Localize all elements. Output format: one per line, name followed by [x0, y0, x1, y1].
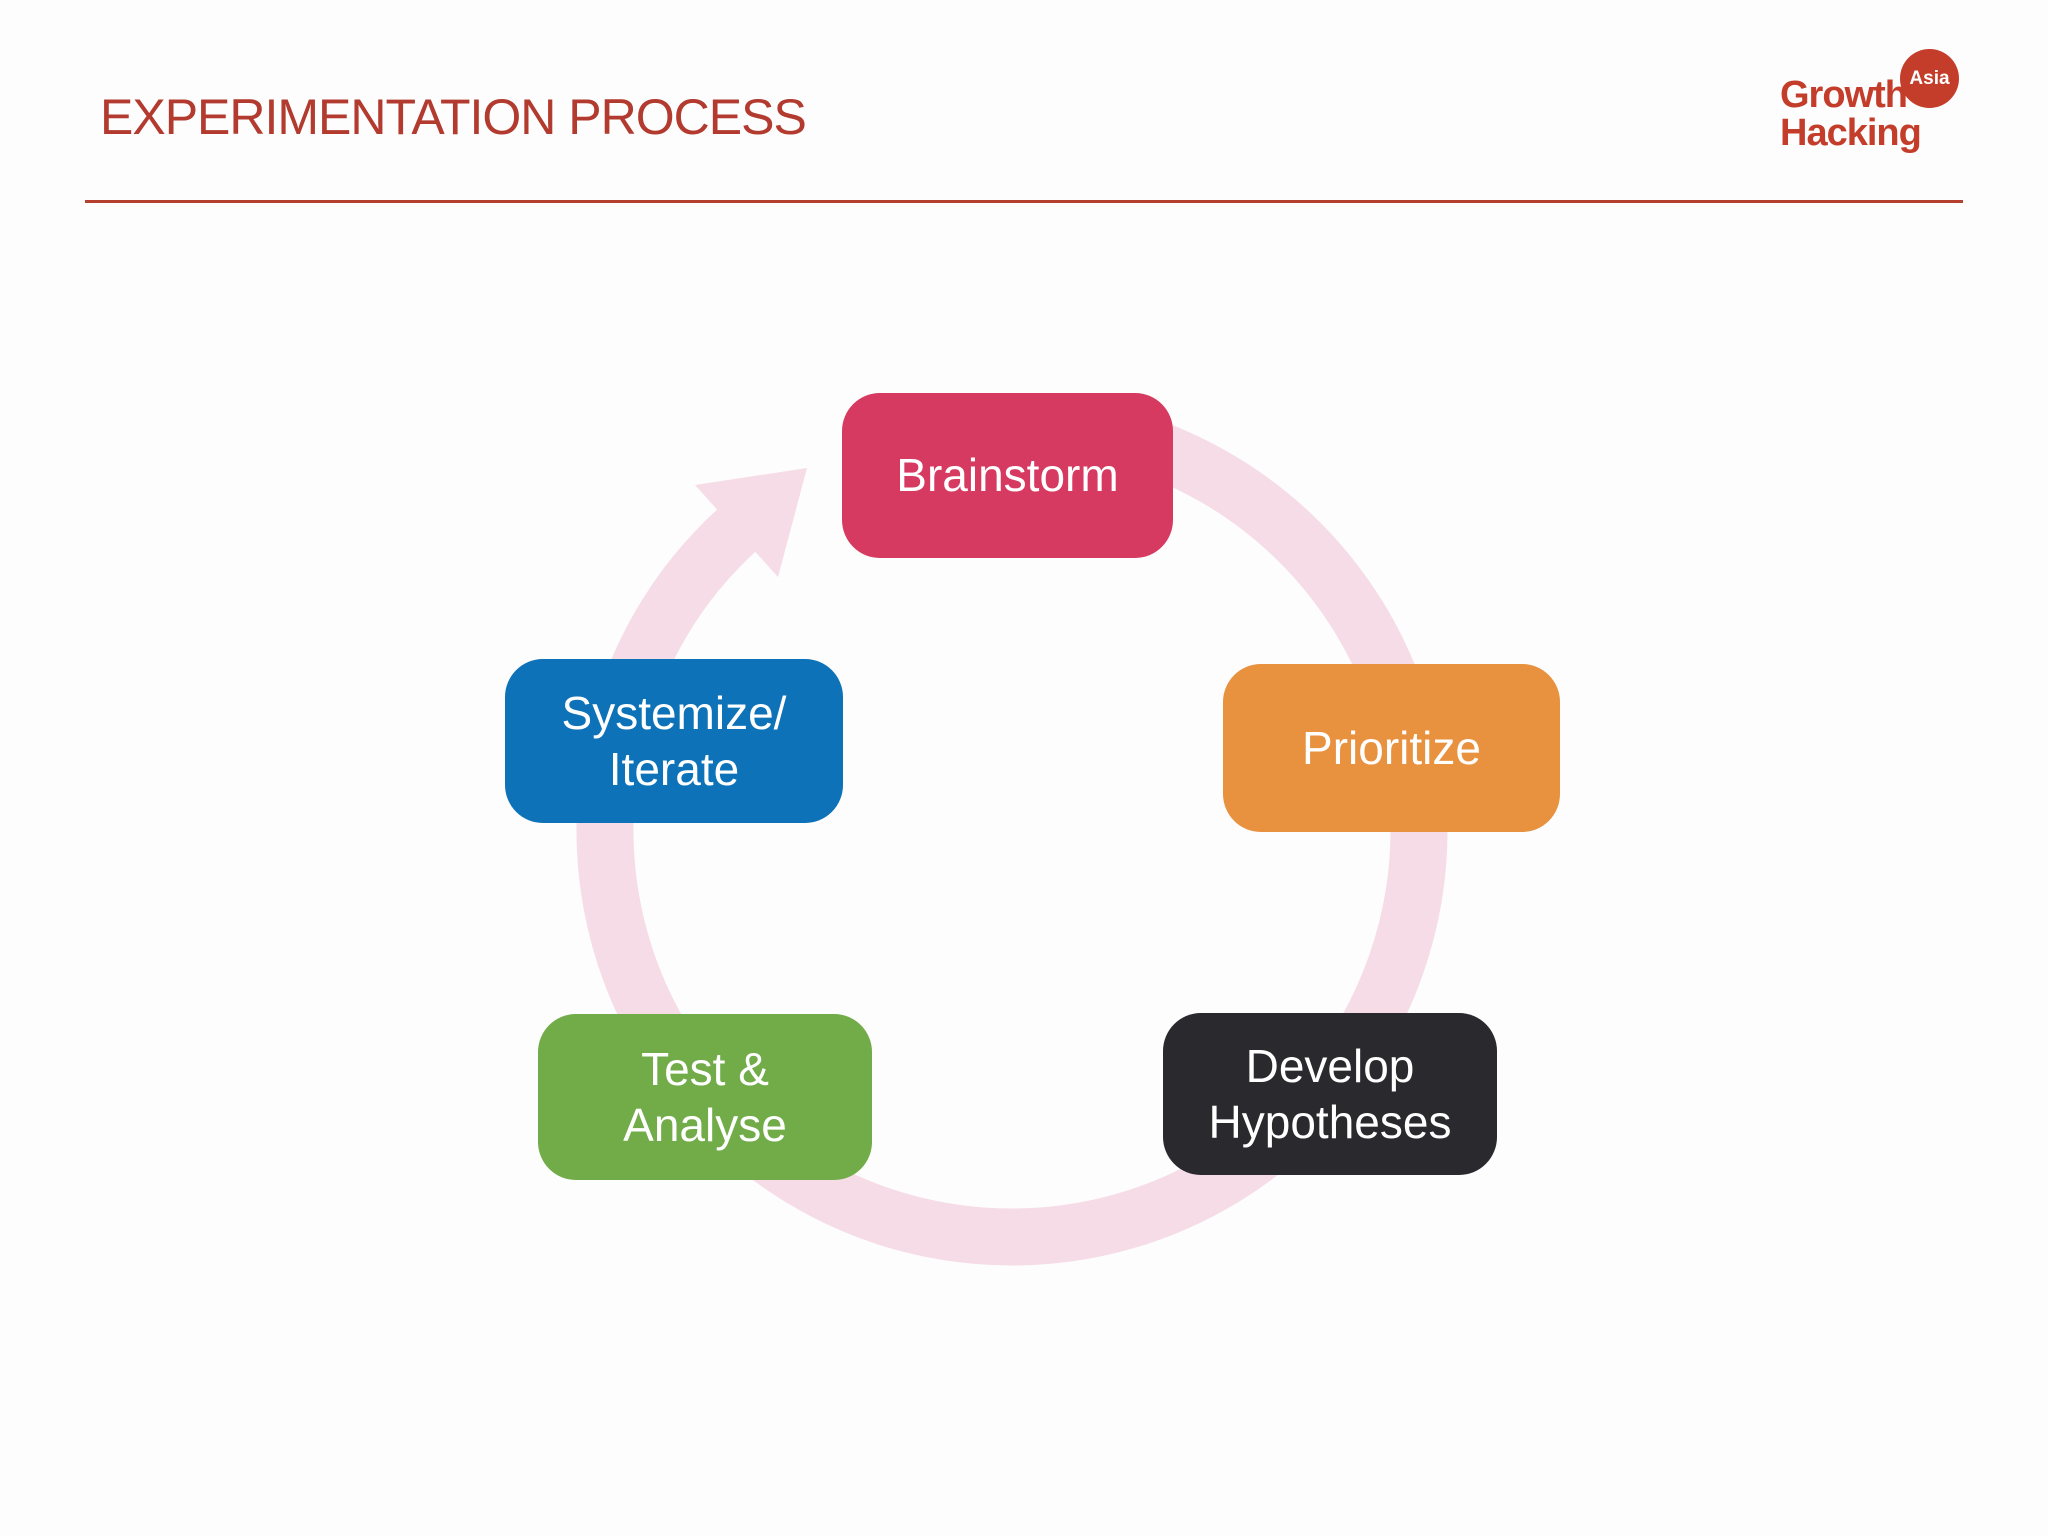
step-develop-hypotheses: Develop Hypotheses — [1163, 1013, 1497, 1175]
growth-hacking-asia-logo: Growth Hacking Asia — [1778, 46, 1988, 166]
step-label: Develop Hypotheses — [1208, 1039, 1452, 1148]
logo-wordmark-line2: Hacking — [1780, 112, 1922, 154]
step-label: Prioritize — [1302, 721, 1481, 774]
step-prioritize: Prioritize — [1223, 664, 1560, 832]
logo-wordmark: Growth Hacking — [1780, 74, 1922, 154]
step-brainstorm: Brainstorm — [842, 393, 1173, 558]
cycle-arrowhead — [695, 468, 807, 577]
cycle-arc — [576, 396, 1448, 1266]
page-title: EXPERIMENTATION PROCESS — [100, 89, 807, 145]
asia-badge: Asia — [1900, 49, 1959, 108]
logo-wordmark-line1: Growth — [1780, 74, 1908, 116]
step-label: Test & Analyse — [623, 1042, 787, 1151]
title-divider — [85, 200, 1963, 203]
step-label: Systemize/ Iterate — [561, 686, 787, 795]
step-systemize-iterate: Systemize/ Iterate — [505, 659, 843, 823]
step-label: Brainstorm — [896, 449, 1119, 502]
step-test-analyse: Test & Analyse — [538, 1014, 872, 1180]
